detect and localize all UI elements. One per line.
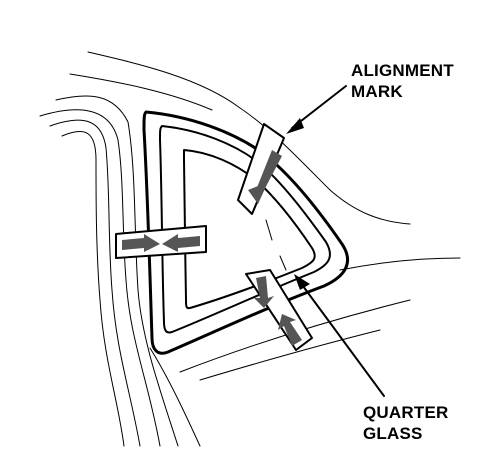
alignment-arrow-left-right (122, 234, 160, 252)
pillar-line-2 (49, 119, 141, 447)
alignment-arrow-bottom-down (254, 276, 274, 308)
pillar-line-4 (61, 131, 125, 447)
alignment-tape-top (237, 123, 285, 215)
pillar-line-3 (55, 95, 179, 447)
alignment-tape-left-outline (115, 225, 207, 259)
quarter-glass-label-line2: GLASS (363, 424, 423, 443)
pillar-lines (39, 95, 201, 447)
alignment-arrow-top-head (248, 182, 268, 204)
alignment-mark-label-line2: MARK (351, 82, 403, 101)
alignment-arrow-top (256, 150, 282, 194)
alignment-arrow-bottom-up (278, 314, 302, 346)
alignment-tape-bottom (245, 269, 313, 351)
glass-pane-highlight (265, 219, 287, 271)
alignment-mark-label: ALIGNMENT MARK (351, 60, 454, 102)
alignment-tape-left (115, 225, 207, 259)
quarter-glass-label-line1: QUARTER (363, 403, 449, 422)
alignment-leader-arrowhead (286, 118, 304, 134)
pillar-line-5 (149, 347, 201, 447)
quarter-glass-leader-line (299, 281, 385, 397)
pillar-line-1 (39, 109, 161, 447)
alignment-mark-label-line1: ALIGNMENT (351, 61, 454, 80)
leader-lines (286, 85, 385, 397)
quarter-glass-label: QUARTER GLASS (363, 402, 448, 444)
roof-line-inner (69, 73, 213, 111)
belt-line-lower (199, 329, 381, 381)
roof-line-back (339, 257, 461, 271)
quarter-glass-leader-arrowhead (294, 274, 310, 290)
alignment-arrow-left-left (162, 234, 200, 252)
